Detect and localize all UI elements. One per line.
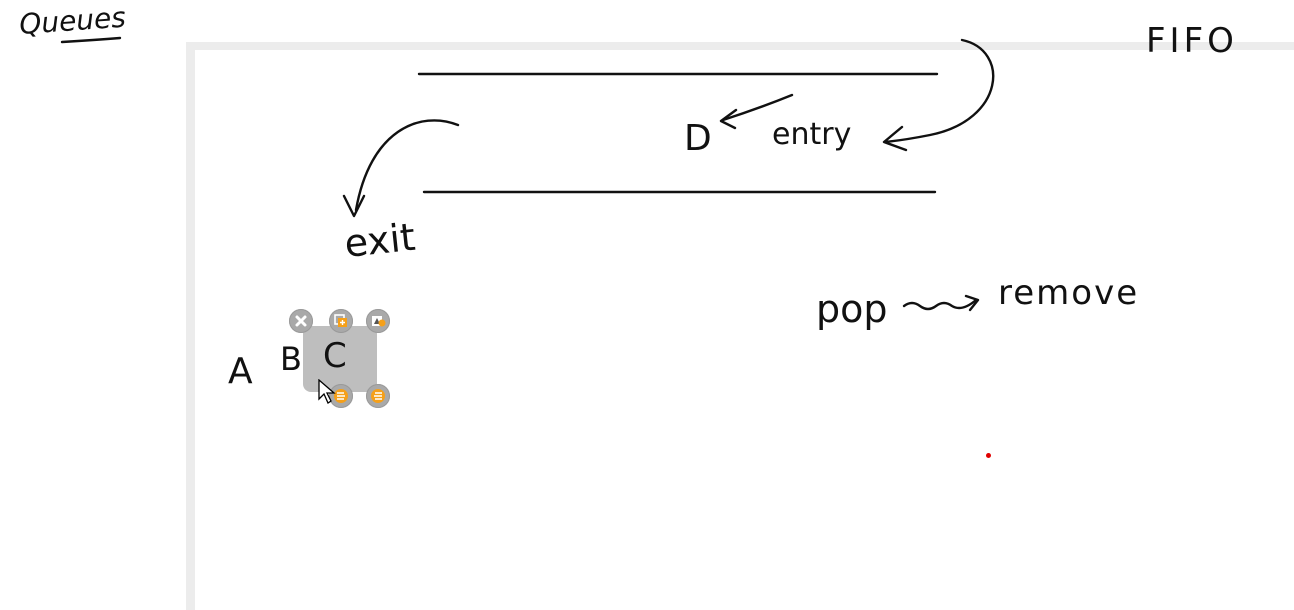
letter-a: A — [228, 351, 253, 392]
letter-c[interactable]: C — [323, 336, 347, 376]
d-arrow-head — [719, 108, 738, 130]
letter-b: B — [280, 340, 302, 378]
laser-pointer-dot — [986, 453, 991, 458]
pop-text: pop — [816, 287, 888, 331]
selected-object[interactable]: C — [303, 326, 377, 392]
close-icon[interactable] — [289, 309, 313, 333]
exit-arrow-head — [342, 194, 366, 218]
entry-text: entry — [772, 117, 851, 152]
align-right-icon[interactable] — [366, 384, 390, 408]
pop-arrow-head — [964, 294, 980, 312]
duplicate-icon[interactable] — [329, 309, 353, 333]
color-icon[interactable] — [366, 309, 390, 333]
remove-text: remove — [998, 273, 1139, 313]
entry-arrow — [883, 38, 995, 144]
pop-squiggle-arrow — [902, 298, 978, 311]
mouse-cursor-icon — [318, 379, 336, 404]
exit-text: exit — [342, 215, 417, 266]
heading-underline — [60, 36, 122, 44]
entry-d-text: D — [684, 118, 712, 159]
fifo-text: FIFO — [1146, 21, 1238, 61]
exit-arrow — [354, 119, 460, 212]
heading-text: Queues — [18, 1, 127, 41]
ink-layer[interactable]: Queues FIFO D entry exit A B pop remove — [0, 0, 1294, 577]
align-left-icon[interactable] — [329, 384, 353, 408]
d-arrow — [721, 93, 794, 122]
entry-arrow-head — [882, 125, 908, 152]
